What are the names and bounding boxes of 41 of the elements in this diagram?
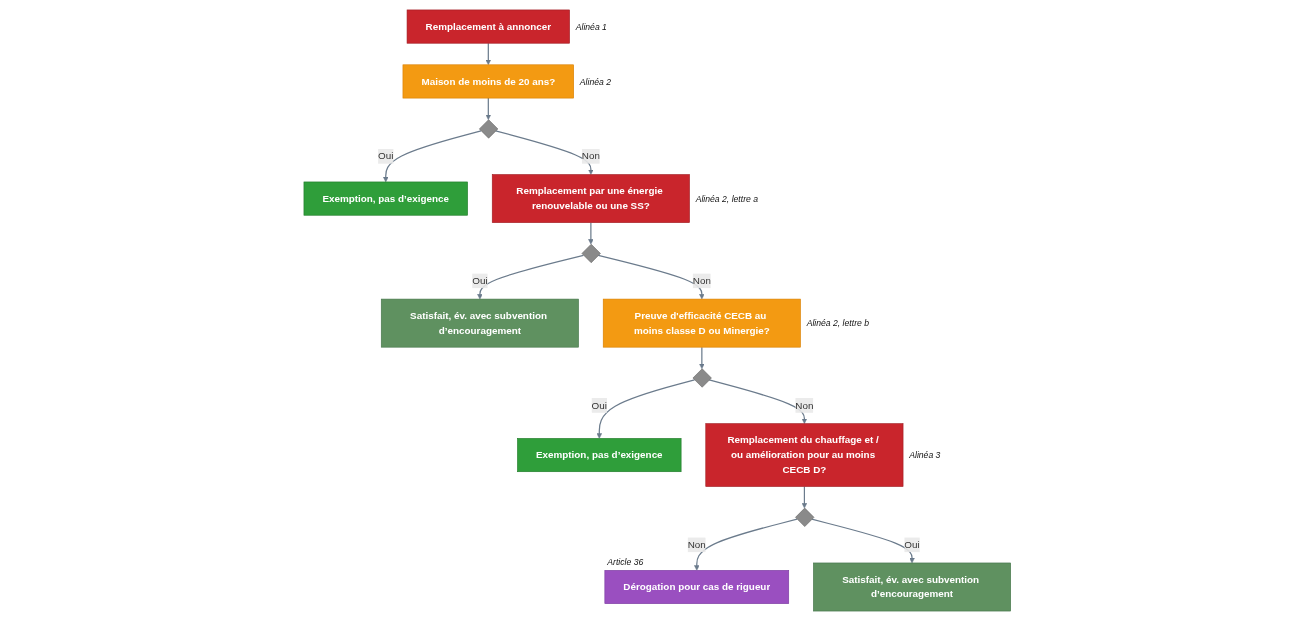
edge-label: Oui — [904, 539, 920, 550]
node-box: Remplacement par une énergie renouvelable ou une SS? — [492, 174, 690, 223]
edge-label: Oui — [472, 275, 488, 286]
arrow — [495, 130, 594, 175]
node-box: Maison de moins de 20 ans? — [402, 64, 575, 99]
arrow — [694, 518, 798, 571]
node-box: Satisfait, év. avec subvention d’encouragement — [813, 562, 1012, 612]
article-reference: Alinéa 3 — [909, 450, 941, 461]
edge-label: Oui — [591, 399, 608, 411]
article-reference: Article 36 — [607, 557, 644, 568]
node-box: Exemption, pas d’exigence — [303, 181, 469, 216]
arrow — [801, 485, 808, 509]
article-reference: Alinéa 1 — [575, 21, 608, 32]
node-diamond — [692, 368, 712, 388]
arrow — [485, 97, 492, 120]
node-box: Satisfait, év. avec subvention d’encouragement — [381, 298, 580, 348]
edge-label: Non — [687, 539, 707, 550]
arrow — [596, 379, 696, 439]
arrow — [597, 254, 705, 300]
node-box: Remplacement à annoncer — [406, 9, 571, 44]
edge-label: Non — [692, 275, 712, 286]
edge-label: Oui — [378, 150, 394, 162]
article-reference: Alinéa 2, lettre b — [806, 318, 870, 329]
arrow — [588, 222, 594, 245]
arrow — [477, 254, 585, 300]
arrow — [699, 346, 705, 369]
node-box: Remplacement du chauffage et / ou amélioration pour au moins CECB D? — [705, 423, 904, 487]
node-box: Exemption, pas d’exigence — [517, 438, 682, 473]
arrow — [383, 130, 482, 183]
arrow — [811, 518, 915, 564]
node-diamond — [795, 507, 815, 527]
node-diamond — [479, 119, 499, 139]
edge-label: Non — [582, 150, 601, 162]
arrow — [485, 42, 492, 66]
node-diamond — [581, 243, 601, 263]
article-reference: Alinéa 2 — [580, 76, 612, 87]
edge-label: Non — [795, 399, 814, 411]
node-box: Preuve d'efficacité CECB au moins classe D ou Minergie? — [603, 298, 801, 348]
node-box: Dérogation pour cas de rigueur — [604, 570, 790, 604]
arrow — [708, 379, 808, 424]
article-reference: Alinéa 2, lettre a — [695, 193, 759, 204]
